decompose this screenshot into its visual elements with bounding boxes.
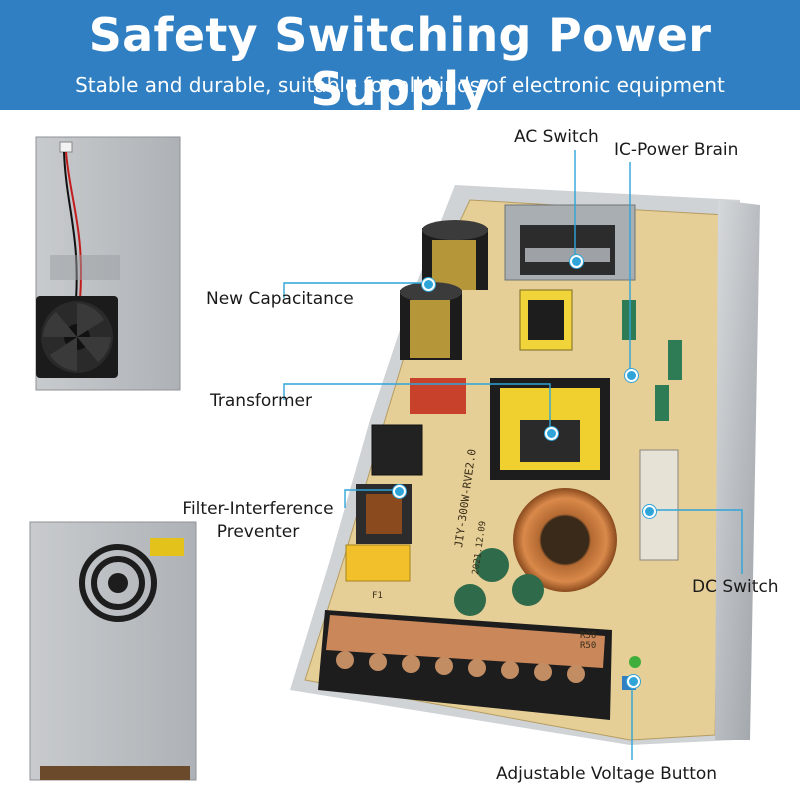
header-banner: Safety Switching Power Supply Stable and… [0,0,800,116]
board-fuse-text: F1 [372,591,383,601]
cooling-fan-icon [36,296,118,378]
adjustable-voltage-label: Adjustable Voltage Button [496,764,718,784]
filter-label-line1: Filter-Interference [182,499,334,519]
page-title: Safety Switching Power Supply [88,8,712,116]
page-subtitle: Stable and durable, suitable for all kin… [75,73,725,97]
terminal-block-icon [318,610,612,720]
transformer-marker [545,427,558,440]
transformer-label: Transformer [210,391,313,411]
pcb-photo [290,185,760,745]
board-r50-text: R50 [580,641,596,651]
dc-switch-label: DC Switch [692,577,779,597]
ac-switch-marker [570,255,583,268]
ac-switch-label: AC Switch [514,127,599,147]
voltage-button-marker [627,675,640,688]
callout-lines [283,150,743,760]
dc-switch-marker [643,505,656,518]
filter-marker [393,485,406,498]
filter-label-line2: Preventer [216,522,300,542]
capacitance-marker [422,278,435,291]
board-r36-text: R36 [580,631,596,641]
closed-case-photo [29,521,197,781]
capacitance-label: New Capacitance [206,289,354,309]
ic-power-brain-label: IC-Power Brain [614,140,739,160]
ic-power-brain-marker [625,369,638,382]
lid-with-fan-photo [35,136,181,391]
toroid-coil-icon [513,488,617,592]
vent-grille-icon [79,544,157,622]
